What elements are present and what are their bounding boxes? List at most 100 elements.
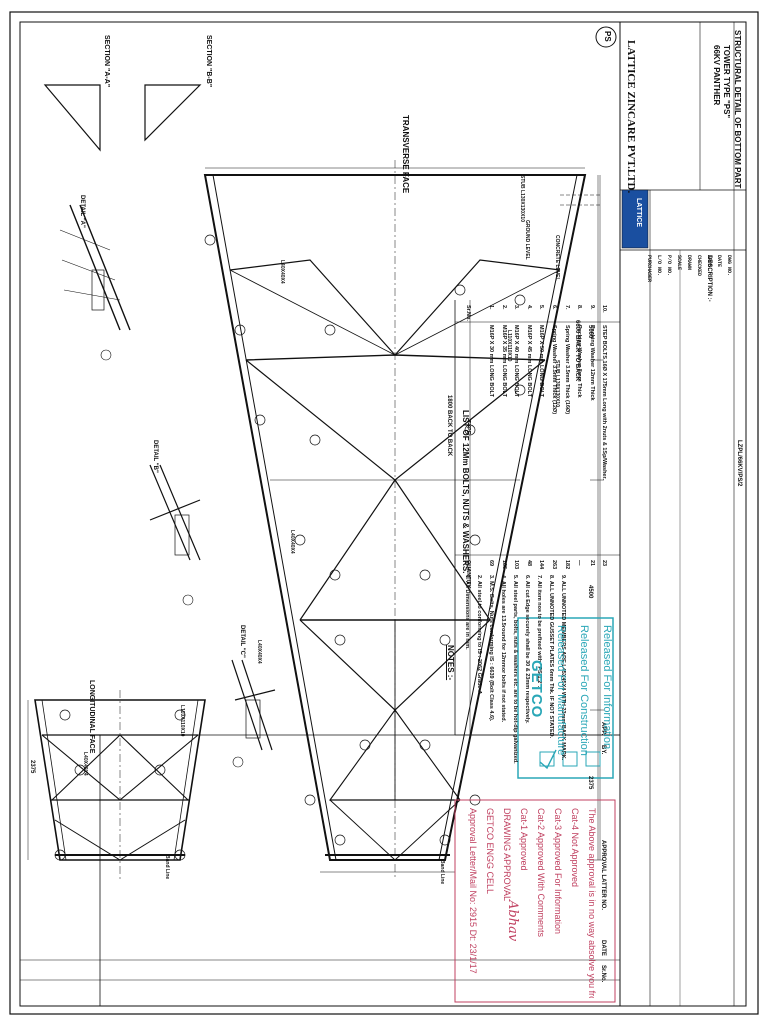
height-dimension-1: 5000: [587, 325, 593, 339]
bolts-table-cell-qty: 182: [563, 560, 570, 570]
section-b-title: SECTION "B-B": [205, 35, 212, 88]
approval-stamp-frame: [454, 799, 616, 1003]
bolts-table-cell-qty: —: [576, 560, 583, 566]
stub-label-top: STUB L130X130X10: [519, 175, 525, 222]
approval-line: The Above approval is in no way absolve …: [587, 808, 597, 998]
getco-option: Released For Construction: [578, 625, 590, 756]
description-line-2: TOWER TYPE "PS": [722, 45, 731, 119]
approval-line: Cat-1 Approved: [519, 808, 529, 871]
height-dimension-3: 2375: [587, 776, 593, 790]
title-field: P/O NO.: [666, 255, 672, 277]
member-size-label: L110X110X10: [506, 330, 512, 362]
section-views: [43, 84, 202, 152]
title-field: L/O NO.: [656, 255, 662, 277]
inner-border: [19, 21, 747, 1007]
bolts-table-cell-type: M16P X 50 mm LONG BOLT: [538, 325, 545, 397]
bolts-table-cell-qty: 21: [588, 560, 595, 567]
transverse-face-elevation: [203, 160, 604, 880]
getco-stamp-frame: [517, 617, 614, 779]
note-item: 5. All steel parts, bolts, nuts & washer…: [512, 575, 518, 764]
title-field: SCALE: [676, 255, 682, 271]
outer-border: [9, 11, 759, 1015]
bolts-table-cell-qty: 48: [525, 560, 532, 567]
bolts-table-cell-qty: 103: [513, 560, 520, 570]
detail-c-title: DETAIL "C": [239, 625, 245, 658]
note-item: 4. All holes are 13.5round for 12mmor bo…: [500, 575, 506, 723]
note-item: 3. M.S. Bolts, Nuts conforming IS : 6639…: [488, 575, 494, 722]
revision-label: APPROVAL LATTER NO.: [600, 840, 606, 911]
title-field: DATE: [716, 255, 722, 268]
detail-views: [59, 204, 276, 768]
bolts-table-cell-srno: 2.: [500, 305, 507, 310]
approval-line: Cat-2 Approved With Comments: [536, 808, 546, 938]
bolts-table-cell-type: M16P X 30 mm LONG BOLT: [488, 325, 494, 397]
bolts-table-cell-srno: 5.: [538, 305, 545, 310]
ground-level-label: GROUND LEVEL: [524, 220, 530, 260]
bolts-table-cell-type: M16P X 45 mm LONG BOLT: [525, 325, 532, 397]
company-name: LATTICE ZINCARE PVT.LTD.: [625, 40, 637, 194]
member-size-label: L40X40X4: [82, 752, 88, 776]
getco-option: Released For Manufacture: [555, 625, 567, 756]
longitudinal-face-elevation: [27, 690, 206, 880]
bolts-table-cell-srno: 8.: [576, 305, 583, 310]
stub-label: STUB L130X130X10: [554, 360, 560, 407]
description-line-3: STRUCTURAL DETAIL OF BOTTOM PART: [733, 30, 742, 189]
detail-a-title: DETAIL "A": [79, 195, 85, 228]
description-line-1: 66KV PANTHER: [712, 45, 721, 106]
concrete-level-label: CONCRETE LEVEL: [554, 235, 560, 281]
approval-line: GETCO ENGG CELL: [485, 808, 495, 895]
bolts-table-title: LIST OF 12Mm BOLTS, NUTS & WASHERS.: [461, 410, 470, 574]
bolts-table-cell-qty: 263: [551, 560, 557, 570]
logo-text: LATTICE: [635, 198, 642, 228]
revision-label: Sr.No.: [600, 965, 606, 983]
view-title-transverse: TRANSVERSE FACE: [401, 115, 410, 194]
notes-title: NOTES :-: [446, 645, 455, 681]
bolts-table-cell-qty: 144: [538, 560, 545, 570]
title-field: APPD.: [706, 255, 712, 271]
note-item: 2. All steel to conforming to IS : 2062 …: [476, 575, 482, 696]
member-size-label: L40X40X4: [279, 260, 285, 284]
company-logo: [621, 189, 649, 249]
getco-option: Released For Information: [601, 625, 613, 750]
member-size-label: L40X40X4: [289, 530, 295, 554]
bolts-table-cell-srno: 6.: [551, 305, 557, 310]
bolts-table-cell-type: STEP BOLTS 16Ø X 175mm Long with 2nuts &…: [601, 325, 608, 480]
bolts-table-cell-srno: 10.: [601, 305, 608, 313]
approval-line: Approval Letter/Mail No: 2915 Dt: 23/1/1…: [468, 808, 478, 974]
title-field: DWG NO.: [726, 255, 732, 277]
getco-stamp-title: GETCO: [528, 660, 545, 719]
bolts-table-cell-qty: 185: [500, 560, 507, 570]
title-field: DRAWN: [686, 255, 692, 271]
bolts-table-cell-qty: 23: [601, 560, 608, 567]
drawing-number: LZPL/66KV/PS/2: [736, 440, 742, 487]
revision-label: DATE: [600, 940, 606, 956]
bolts-table-cell-type: M16P X 40 mm LONG BOLT: [513, 325, 520, 397]
sheet-code: PS: [603, 31, 612, 42]
bolts-table-cell-srno: 7.: [563, 305, 570, 310]
detail-b-title: DETAIL "B": [152, 440, 158, 473]
bolts-table-cell-type: Spring Washer 3.5mm Thick (16Ø): [563, 325, 570, 415]
bolts-table-cell-qty: 69: [488, 560, 494, 567]
approval-signature: Abhav: [505, 900, 520, 942]
top-width-dimension: 6600 BACK TO BACK: [574, 320, 580, 382]
bolts-table-header: Sr.No.: [465, 305, 471, 321]
bottom-width-dimension: 1800 BACK TO BACK: [446, 395, 452, 457]
approval-line: Cat-3 Approved For Information: [553, 808, 563, 935]
band-line-label-long: Band Line: [164, 855, 170, 880]
longitudinal-height: 2375: [29, 760, 35, 774]
bolts-table-cell-srno: 4.: [525, 305, 532, 310]
height-dimension-2: 4500: [587, 585, 593, 599]
note-item: 1. All Dimensions are in mm.: [464, 575, 470, 650]
title-field: PURCHASER: [646, 255, 652, 283]
bolts-table-cell-srno: 9.: [588, 305, 595, 310]
bolts-table-header: TYPE: [465, 420, 471, 435]
bolts-table-cell-srno: 1.: [488, 305, 494, 310]
note-item: 8. ALL UNNOTED GUSSET PLATES 6mm Thk. IF…: [548, 575, 554, 739]
title-field: CHECKED: [696, 255, 702, 277]
member-size-label: L40X40X4: [256, 640, 262, 664]
bolts-table-cell-srno: 3.: [513, 305, 520, 310]
approval-line: Cat-4 Not Approved: [570, 808, 580, 888]
section-a-title: SECTION "A-A": [103, 35, 110, 88]
